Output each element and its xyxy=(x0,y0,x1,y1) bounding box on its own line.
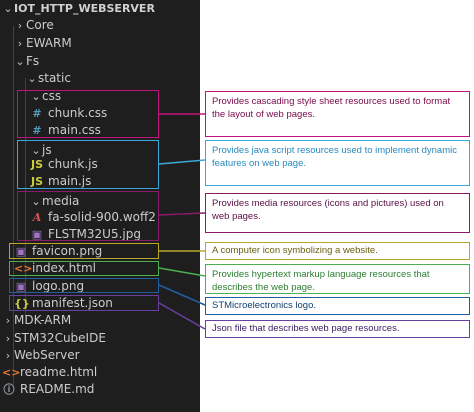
css-file-icon: # xyxy=(32,124,42,137)
chevron-down-icon: ⌄ xyxy=(31,195,41,208)
info-file-icon: ⓘ xyxy=(3,383,15,396)
tree-folder-mdk[interactable]: ›MDK-ARM xyxy=(2,312,71,329)
json-file-icon: {} xyxy=(14,297,30,310)
tree-file-logo-jpg[interactable]: ▣FLSTM32U5.jpg xyxy=(31,227,141,241)
annotation-logo: STMicroelectronics logo. xyxy=(205,297,470,315)
image-file-icon: ▣ xyxy=(31,228,43,241)
image-file-icon: ▣ xyxy=(15,245,27,258)
annotation-index: Provides hypertext markup language resou… xyxy=(205,264,470,294)
chevron-right-icon: › xyxy=(5,332,11,345)
tree-file-readme-html[interactable]: <>readme.html xyxy=(2,365,98,379)
tree-folder-ide[interactable]: ›STM32CubeIDE xyxy=(2,330,106,347)
tree-guide xyxy=(25,78,26,316)
tree-file-manifest[interactable]: {}manifest.json xyxy=(14,296,113,310)
tree-folder-core[interactable]: ›Core xyxy=(14,17,54,34)
tree-file-logo-png[interactable]: ▣logo.png xyxy=(15,279,85,293)
chevron-right-icon: › xyxy=(17,37,23,50)
chevron-right-icon: › xyxy=(5,349,11,362)
tree-file-favicon[interactable]: ▣favicon.png xyxy=(15,244,103,258)
tree-folder-ewarm[interactable]: ›EWARM xyxy=(14,35,72,52)
file-explorer-panel: ⌄IOT_HTTP_WEBSERVER ›Core ›EWARM ⌄Fs ⌄st… xyxy=(0,0,200,412)
annotation-js: Provides java script resources used to i… xyxy=(205,140,470,186)
chevron-down-icon: ⌄ xyxy=(3,2,13,15)
tree-folder-css[interactable]: ⌄css xyxy=(31,89,62,103)
annotation-media: Provides media resources (icons and pict… xyxy=(205,193,470,233)
tree-guide xyxy=(13,26,14,386)
image-file-icon: ▣ xyxy=(15,280,27,293)
tree-folder-static[interactable]: ⌄static xyxy=(27,71,71,85)
css-file-icon: # xyxy=(32,107,42,120)
font-file-icon: A xyxy=(32,211,42,224)
chevron-right-icon: › xyxy=(17,19,23,32)
html-file-icon: <> xyxy=(14,262,33,275)
chevron-right-icon: › xyxy=(5,314,11,327)
tree-folder-media[interactable]: ⌄media xyxy=(31,194,80,208)
annotation-favicon: A computer icon symbolizing a website. xyxy=(205,242,470,260)
tree-folder-root[interactable]: ⌄IOT_HTTP_WEBSERVER xyxy=(3,2,155,15)
annotation-manifest: Json file that describes web page resour… xyxy=(205,320,470,338)
tree-file-index-html[interactable]: <>index.html xyxy=(14,261,96,275)
chevron-down-icon: ⌄ xyxy=(31,90,41,103)
annotation-css: Provides cascading style sheet resources… xyxy=(205,91,470,137)
tree-file-chunk-css[interactable]: #chunk.css xyxy=(30,105,107,122)
tree-folder-fs[interactable]: ⌄Fs xyxy=(15,54,40,68)
tree-file-main-css[interactable]: #main.css xyxy=(30,122,101,139)
js-file-icon: JS xyxy=(30,175,43,188)
js-file-icon: JS xyxy=(30,158,43,171)
chevron-down-icon: ⌄ xyxy=(15,55,25,68)
chevron-down-icon: ⌄ xyxy=(27,72,37,85)
tree-folder-js[interactable]: ⌄js xyxy=(31,143,52,157)
tree-folder-webserver[interactable]: ›WebServer xyxy=(2,347,80,364)
html-file-icon: <> xyxy=(2,366,21,379)
chevron-down-icon: ⌄ xyxy=(31,144,41,157)
